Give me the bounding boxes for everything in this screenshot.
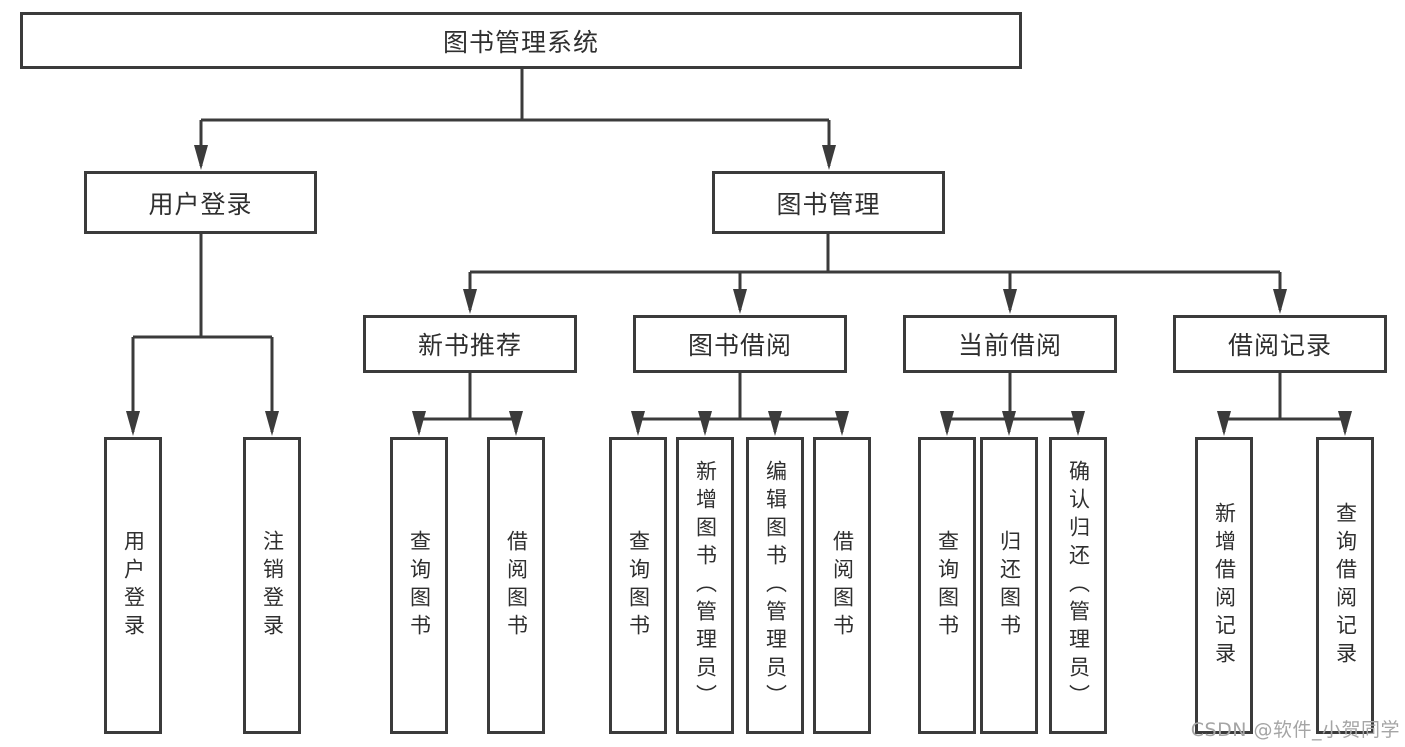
node-book-borrow: 图书借阅 (633, 315, 847, 373)
arrowhead-icon (1217, 411, 1231, 436)
leaf-logout-login: 注销登录 (243, 437, 301, 734)
leaf-borrow-books-borrow: 借阅图书 (813, 437, 871, 734)
node-current-borrow: 当前借阅 (903, 315, 1117, 373)
arrowhead-icon (1273, 289, 1287, 314)
node-label: 新增借阅记录 (1212, 501, 1237, 670)
node-label: 查询借阅记录 (1333, 501, 1358, 670)
leaf-add-book-admin: 新增图书（管理员） (676, 437, 734, 734)
node-label: 借阅图书 (830, 529, 855, 642)
arrowhead-icon (126, 411, 140, 436)
leaf-query-books-borrow: 查询图书 (609, 437, 667, 734)
connector-new-book-recommend-to-leaves (417, 373, 518, 432)
connector-borrow-records-to-leaves (1222, 373, 1347, 432)
arrowhead-icon (822, 145, 836, 170)
arrowhead-icon (1003, 289, 1017, 314)
connector-book-borrow-to-leaves (636, 373, 844, 432)
node-label: 借阅记录 (1227, 331, 1332, 360)
node-library-management-system: 图书管理系统 (20, 12, 1022, 69)
leaf-edit-book-admin: 编辑图书（管理员） (746, 437, 804, 734)
node-borrow-records: 借阅记录 (1173, 315, 1387, 373)
node-label: 借阅图书 (504, 529, 529, 642)
arrowhead-icon (1002, 411, 1016, 436)
connector-user-login-to-leaves (131, 234, 274, 432)
arrowhead-icon (631, 411, 645, 436)
node-label: 新增图书（管理员） (693, 459, 718, 712)
leaf-confirm-return-admin: 确认归还（管理员） (1049, 437, 1107, 734)
leaf-user-login: 用户登录 (104, 437, 162, 734)
leaf-add-borrow-record: 新增借阅记录 (1195, 437, 1253, 734)
node-label: 新书推荐 (417, 331, 522, 360)
node-label: 注销登录 (260, 529, 285, 642)
leaf-query-books-recommend: 查询图书 (390, 437, 448, 734)
node-label: 查询图书 (626, 529, 651, 642)
node-user-login: 用户登录 (84, 171, 317, 234)
connector-book-management-to-level3 (468, 234, 1282, 310)
node-book-management: 图书管理 (712, 171, 945, 234)
node-label: 用户登录 (121, 529, 146, 642)
node-label: 归还图书 (997, 529, 1022, 642)
arrowhead-icon (463, 289, 477, 314)
node-label: 图书管理系统 (442, 27, 599, 57)
arrowhead-icon (698, 411, 712, 436)
node-label: 用户登录 (148, 189, 253, 219)
leaf-borrow-books-recommend: 借阅图书 (487, 437, 545, 734)
node-label: 查询图书 (935, 529, 960, 642)
arrowhead-icon (768, 411, 782, 436)
leaf-query-books-current: 查询图书 (918, 437, 976, 734)
node-label: 编辑图书（管理员） (763, 459, 788, 712)
arrowhead-icon (940, 411, 954, 436)
arrowhead-icon (835, 411, 849, 436)
csdn-watermark: CSDN @软件_小贺同学 (1190, 719, 1400, 741)
arrowhead-icon (265, 411, 279, 436)
arrowhead-icon (1071, 411, 1085, 436)
node-label: 确认归还（管理员） (1066, 459, 1091, 712)
node-label: 当前借阅 (957, 331, 1062, 360)
arrowhead-icon (509, 411, 523, 436)
connector-current-borrow-to-leaves (945, 373, 1080, 432)
node-label: 查询图书 (407, 529, 432, 642)
node-label: 图书管理 (776, 189, 881, 219)
arrowhead-icon (733, 289, 747, 314)
arrowhead-icon (194, 145, 208, 170)
node-label: 图书借阅 (687, 331, 792, 360)
leaf-return-book: 归还图书 (980, 437, 1038, 734)
connector-root-to-level2 (199, 69, 831, 166)
arrowhead-icon (1338, 411, 1352, 436)
leaf-query-borrow-record: 查询借阅记录 (1316, 437, 1374, 734)
arrowhead-icon (412, 411, 426, 436)
node-new-book-recommend: 新书推荐 (363, 315, 577, 373)
